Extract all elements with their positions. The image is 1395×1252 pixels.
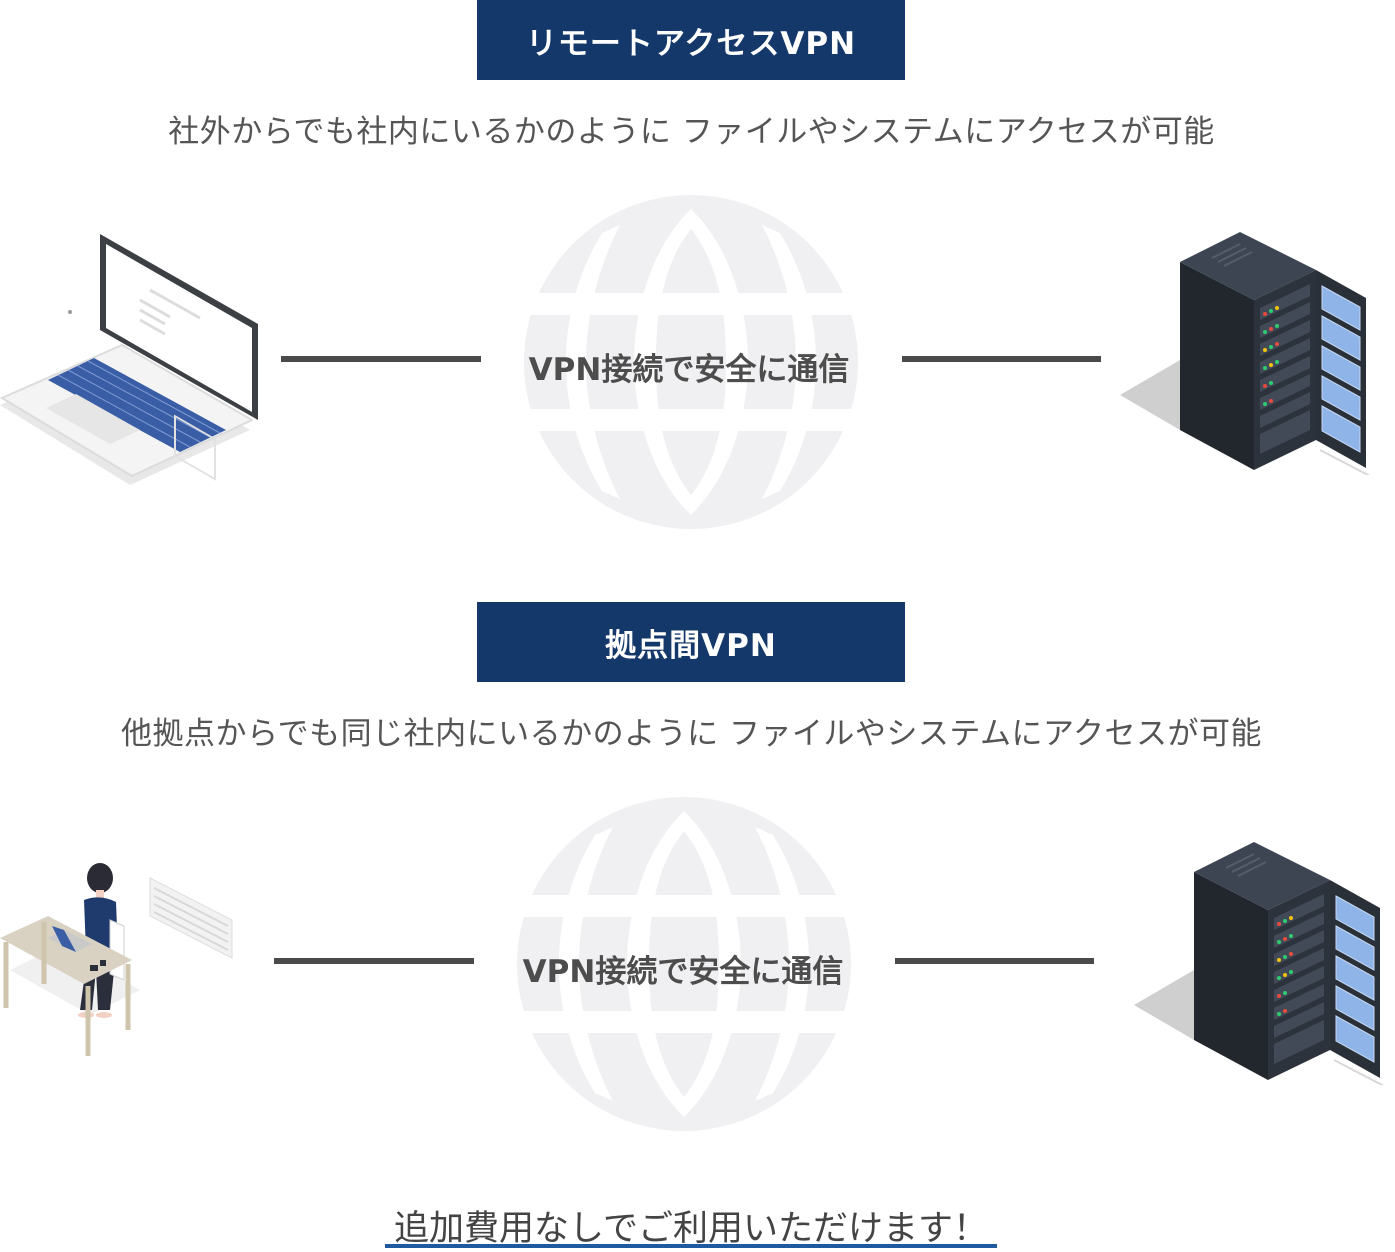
footer-underline (385, 1244, 997, 1248)
server-rack-icon (1134, 842, 1384, 1085)
section-description-remote-access: 社外からでも社内にいるかのように ファイルやシステムにアクセスが可能 (168, 114, 1215, 150)
connection-line-left (281, 356, 481, 362)
section-description-site-to-site: 他拠点からでも同じ社内にいるかのように ファイルやシステムにアクセスが可能 (121, 716, 1262, 752)
connection-line-right (895, 958, 1094, 964)
server-rack-icon (1120, 232, 1370, 475)
laptop-icon (0, 234, 258, 485)
person-at-desk-icon (0, 863, 233, 1056)
vpn-connection-label: VPN接続で安全に通信 (528, 352, 850, 388)
globe-icon (517, 797, 851, 1131)
connection-line-right (902, 356, 1101, 362)
section-title-remote-access: リモートアクセスVPN (477, 0, 905, 80)
connection-line-left (274, 958, 474, 964)
section-title-site-to-site: 拠点間VPN (477, 602, 905, 682)
globe-icon (524, 195, 858, 529)
footer-message: 追加費用なしでご利用いただけます！ (394, 1209, 988, 1249)
vpn-connection-label: VPN接続で安全に通信 (522, 954, 844, 990)
